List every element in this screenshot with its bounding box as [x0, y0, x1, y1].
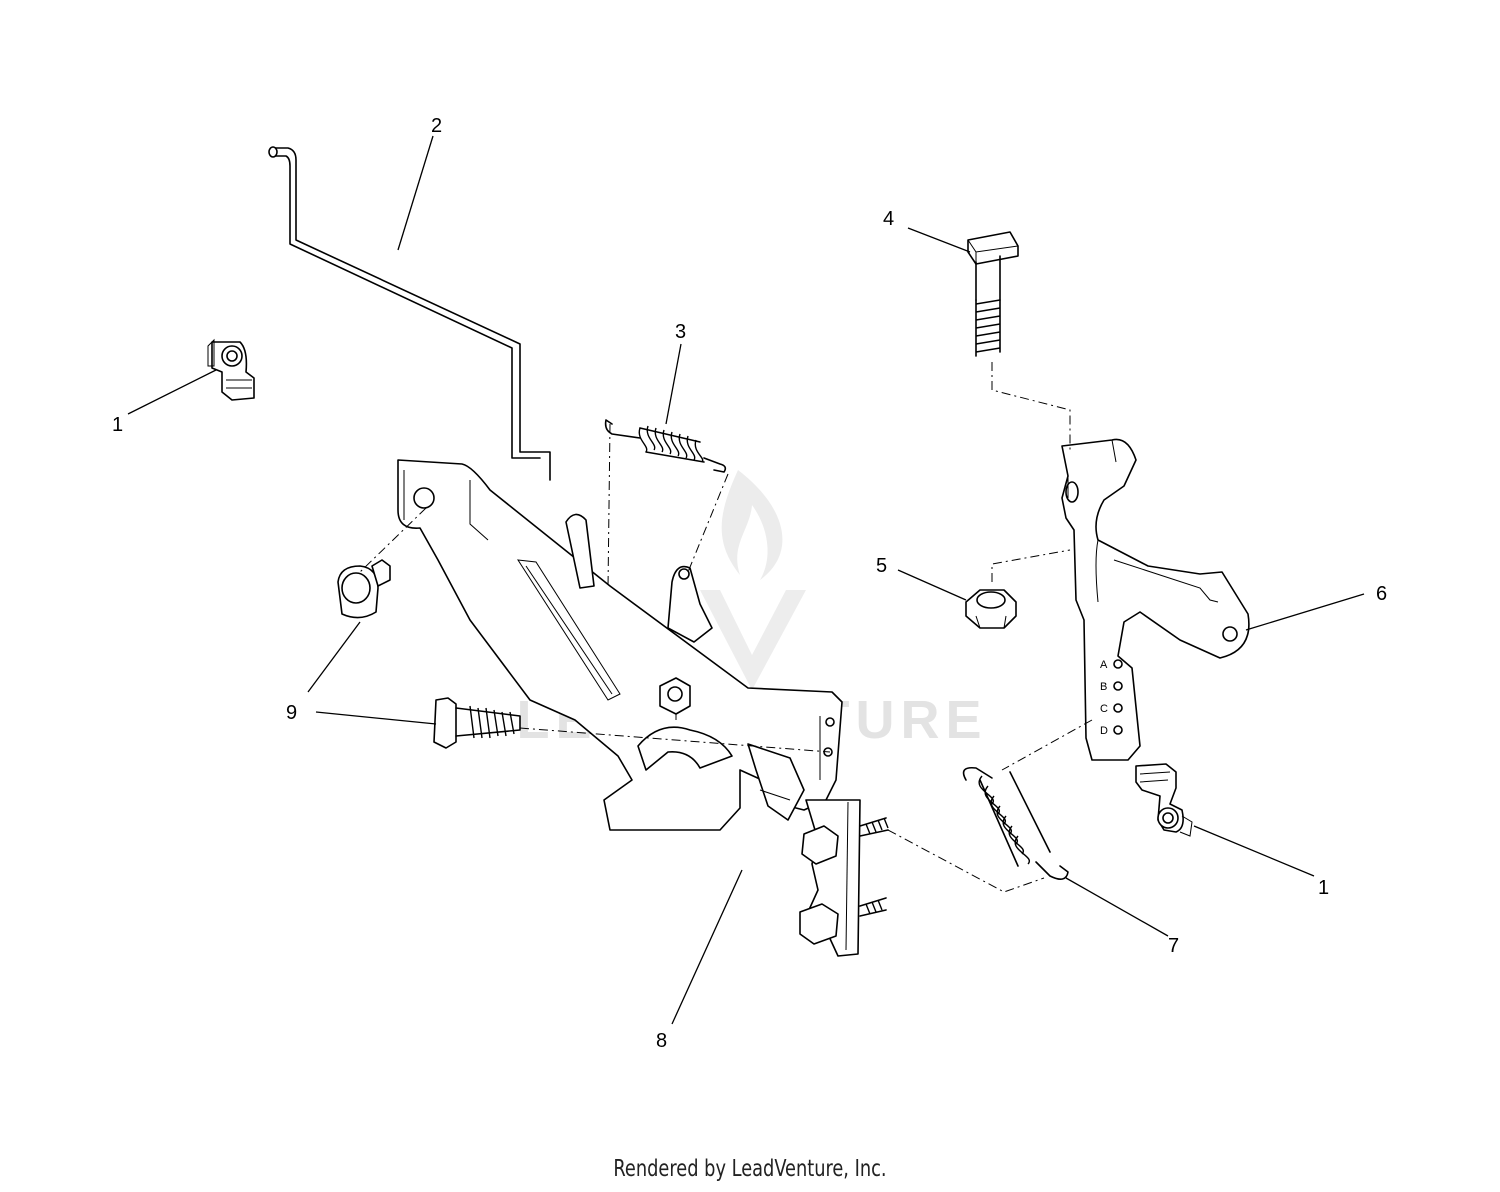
- spring-lower: [962, 766, 1069, 880]
- callout-7: 7: [1168, 935, 1179, 957]
- flange-nut: [965, 589, 1017, 629]
- flange-bolt-upper: [337, 559, 391, 619]
- flange-bolt-lower: [433, 697, 521, 749]
- cable-clip-left: [207, 338, 255, 401]
- callout-8: 8: [656, 1030, 667, 1052]
- callout-2: 2: [431, 115, 442, 137]
- hole-label-a: A: [1100, 659, 1108, 671]
- bracket-bolt-upper: [801, 817, 889, 865]
- callout-4: 4: [883, 208, 894, 230]
- shoulder-bolt: [967, 231, 1019, 357]
- leader-lines: [127, 135, 1365, 1025]
- callout-1-left: 1: [112, 414, 123, 436]
- callout-9: 9: [286, 702, 297, 724]
- hole-label-b: B: [1100, 681, 1107, 693]
- callout-1-right: 1: [1318, 877, 1329, 899]
- bracket-nut: [659, 677, 691, 720]
- spring-upper: [604, 419, 727, 473]
- footer-credit: Rendered by LeadVenture, Inc.: [613, 1156, 887, 1182]
- callout-numbers: 1 2 3 4 5 6 7 8 9 1: [112, 115, 1387, 1052]
- adjustment-bracket: A B C D: [1061, 438, 1250, 761]
- callout-6: 6: [1376, 583, 1387, 605]
- hole-label-d: D: [1100, 725, 1108, 737]
- bracket-bolt-lower: [799, 897, 887, 945]
- cable-clip-right: [1135, 763, 1193, 837]
- callout-5: 5: [876, 555, 887, 577]
- assembly-lines: [359, 362, 1093, 893]
- throttle-rod: [268, 146, 551, 481]
- callout-3: 3: [675, 321, 686, 343]
- hole-label-c: C: [1100, 703, 1108, 715]
- control-bracket: [397, 459, 889, 957]
